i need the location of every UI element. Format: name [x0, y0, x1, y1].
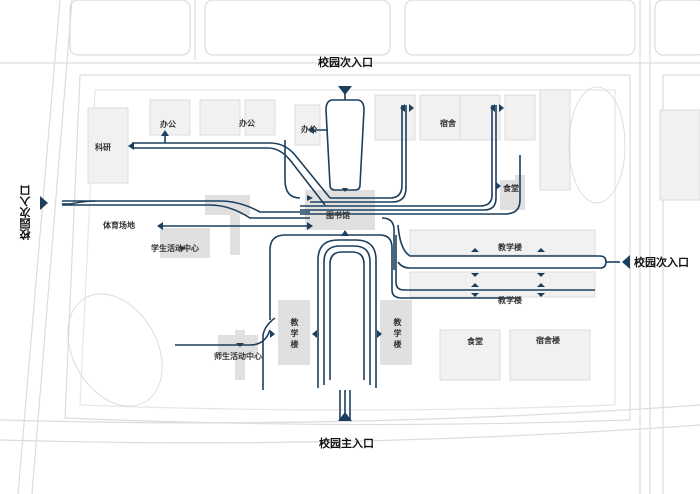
- label-sports-field: 体育场地: [103, 221, 135, 230]
- entrance-label-north: 校园次入口: [318, 56, 373, 69]
- entrance-label-south: 校园主入口: [319, 437, 374, 450]
- traffic-routes: [62, 92, 620, 420]
- buildings-base: [67, 86, 700, 407]
- label-teaching-building-east-1: 教学楼: [498, 243, 522, 252]
- label-canteen-north: 食堂: [503, 184, 519, 193]
- label-library: 图书馆: [326, 211, 350, 220]
- entrance-label-east: 校园次入口: [634, 256, 689, 269]
- label-student-activity-center: 学生活动中心: [151, 244, 199, 253]
- label-research: 科研: [95, 143, 111, 152]
- label-office-3: 办公: [301, 125, 317, 134]
- label-office-2: 办公: [239, 119, 255, 128]
- label-teaching-building-east-2: 教学楼: [498, 296, 522, 305]
- label-office-1: 办公: [160, 120, 176, 129]
- label-dormitory-building: 宿舍楼: [536, 336, 560, 345]
- label-canteen-south: 食堂: [467, 337, 483, 346]
- label-teacher-student-activity-center: 师生活动中心: [214, 352, 262, 361]
- entrance-label-west: 校园次入口: [19, 185, 32, 240]
- label-teaching-building-center: 教学楼: [393, 318, 402, 349]
- label-dormitory: 宿舍: [440, 119, 456, 128]
- route-arrows: [40, 86, 630, 421]
- label-teaching-building-west: 教学楼: [290, 318, 299, 349]
